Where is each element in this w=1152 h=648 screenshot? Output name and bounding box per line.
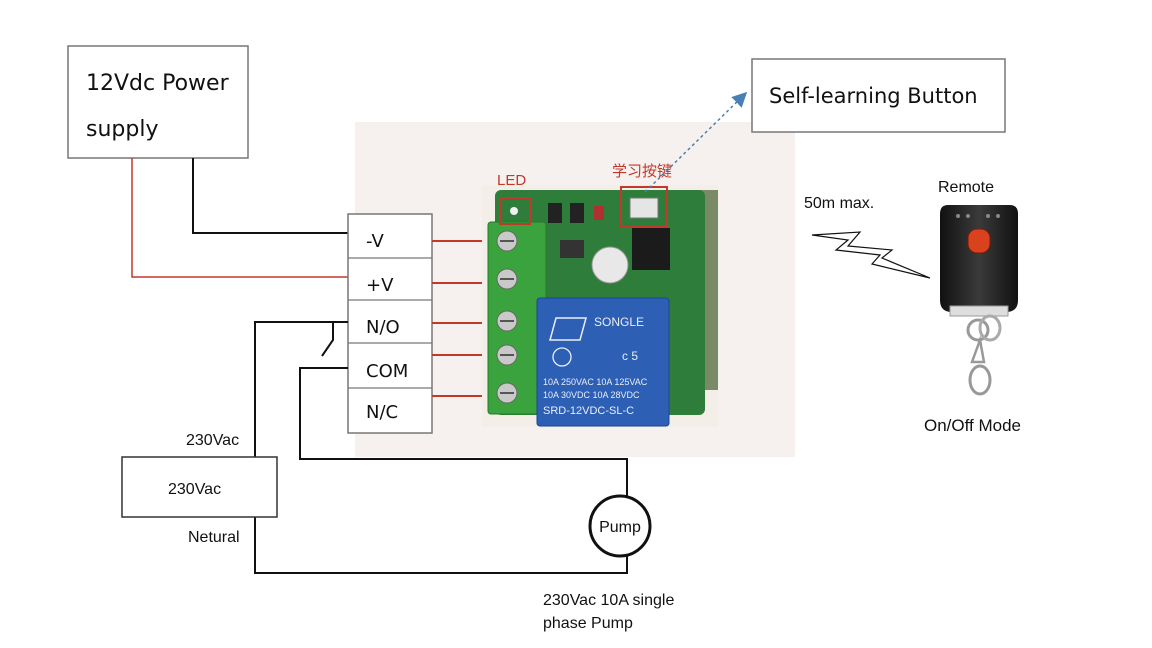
relay-model: SRD-12VDC-SL-C [543, 405, 634, 417]
terminal-label-neg: -V [366, 231, 384, 252]
self-learning-box [751, 58, 1006, 133]
self-learning-callout: Self-learning Button [644, 58, 1006, 193]
key-clip-icon [968, 364, 992, 396]
remote-button [967, 228, 991, 254]
remote-control: Remote On/Off Mode [924, 179, 1021, 435]
remote-body [940, 205, 1018, 312]
range-label: 50m max. [804, 195, 874, 212]
dc-negative-wire [192, 158, 348, 234]
relay-board: LED 学习按键 SONGLE c 5 10A 250VAC 10A 125VA… [482, 163, 718, 427]
ac-source: 230Vac 230Vac Netural [121, 432, 278, 546]
relay-rating-2: 10A 30VDC 10A 28VDC [543, 390, 640, 400]
power-supply-label-line1: 12Vdc Power [86, 71, 230, 96]
pump-desc-line2: phase Pump [543, 615, 633, 632]
ac-source-box [121, 456, 278, 518]
learn-key-label: 学习按键 [612, 163, 672, 180]
ac-source-top-label: 230Vac [186, 432, 239, 449]
relay-rating-1: 10A 250VAC 10A 125VAC [543, 377, 648, 387]
led-label: LED [497, 172, 526, 189]
relay-brand: SONGLE [594, 315, 644, 329]
svg-text:c 5: c 5 [622, 349, 638, 363]
remote-mode-label: On/Off Mode [924, 416, 1021, 435]
wireless-lightning-icon [811, 231, 931, 279]
terminal-label-nc: N/C [366, 402, 398, 423]
power-supply-box: 12Vdc Power supply [67, 45, 249, 159]
led-highlight [499, 197, 531, 225]
dc-positive-wire [131, 158, 348, 278]
terminal-label-pos: +V [366, 275, 394, 296]
ic-chip [632, 228, 670, 270]
smd-component [548, 203, 562, 223]
key-ring-icon [966, 318, 990, 342]
pump-circle [588, 494, 652, 558]
capacitor [591, 246, 629, 284]
pump: Pump 230Vac 10A single phase Pump [543, 494, 674, 632]
remote-label: Remote [938, 179, 994, 196]
power-supply-label-line2: supply [86, 117, 158, 142]
relay [536, 297, 670, 427]
ac-wiring [254, 321, 628, 574]
ac-source-label: 230Vac [168, 481, 221, 498]
terminal-label-com: COM [366, 361, 408, 382]
screw-terminals [496, 230, 518, 404]
pump-label: Pump [599, 519, 641, 536]
terminal-table: -V +V N/O COM N/C [347, 213, 433, 434]
self-learning-label: Self-learning Button [769, 84, 978, 108]
pump-desc-line1: 230Vac 10A single [543, 592, 674, 609]
terminal-label-no: N/O [366, 317, 400, 338]
self-learning-arrow [644, 91, 748, 193]
neutral-label: Netural [188, 529, 240, 546]
learn-key-highlight [620, 186, 668, 228]
